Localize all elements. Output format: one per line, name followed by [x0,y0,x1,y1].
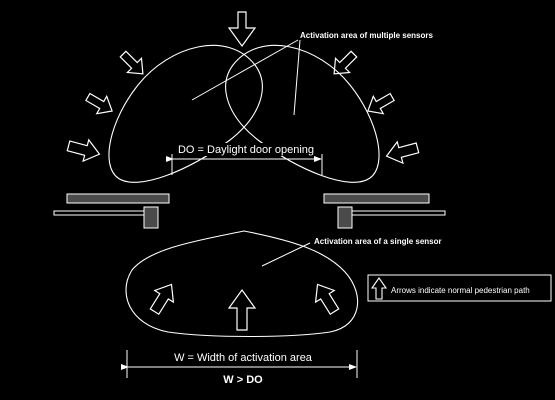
arrow-icon-mid-left [85,92,113,115]
arrow-icon-lower-left [66,138,101,163]
door-panel-left [66,193,170,204]
door-panel-right [323,193,430,204]
arrow-icon-mid-right [367,92,395,115]
width-dimension [121,350,358,378]
arrow-icon-bottom-center [227,288,257,331]
arrow-icon-lower-right [385,140,420,165]
single-sensor-area [125,230,359,338]
leader-line-multi-1 [191,39,299,101]
width-label: W = Width of activation area [174,352,313,364]
door-post-left [143,206,159,229]
multi-sensor-lobe-right [225,44,380,183]
multi-sensor-lobe-left [108,44,263,183]
arrow-icon-top [227,11,257,48]
arrow-icon-upper-left [119,50,144,75]
width-label-bg [168,351,318,364]
multi-sensor-label: Activation area of multiple sensors [300,31,433,40]
door-post-right [337,206,353,229]
leader-line-multi-2 [293,39,301,116]
leader-line-single [261,242,311,267]
legend-arrow-icon [370,277,388,300]
arrow-icon-upper-right [333,50,358,75]
legend-box [367,274,552,302]
single-sensor-label: Activation area of a single sensor [314,237,442,246]
relation-label: W > DO [223,374,263,386]
door-opening-label: DO = Daylight door opening [178,144,314,156]
door-track-right [351,210,446,216]
arrow-icon-bottom-right [314,283,340,316]
door-track-left [53,210,145,216]
door-opening-label-bg [176,143,316,156]
arrow-icon-bottom-left [149,283,175,316]
door-opening-dimension [166,154,323,175]
legend-label: Arrows indicate normal pedestrian path [391,286,530,295]
